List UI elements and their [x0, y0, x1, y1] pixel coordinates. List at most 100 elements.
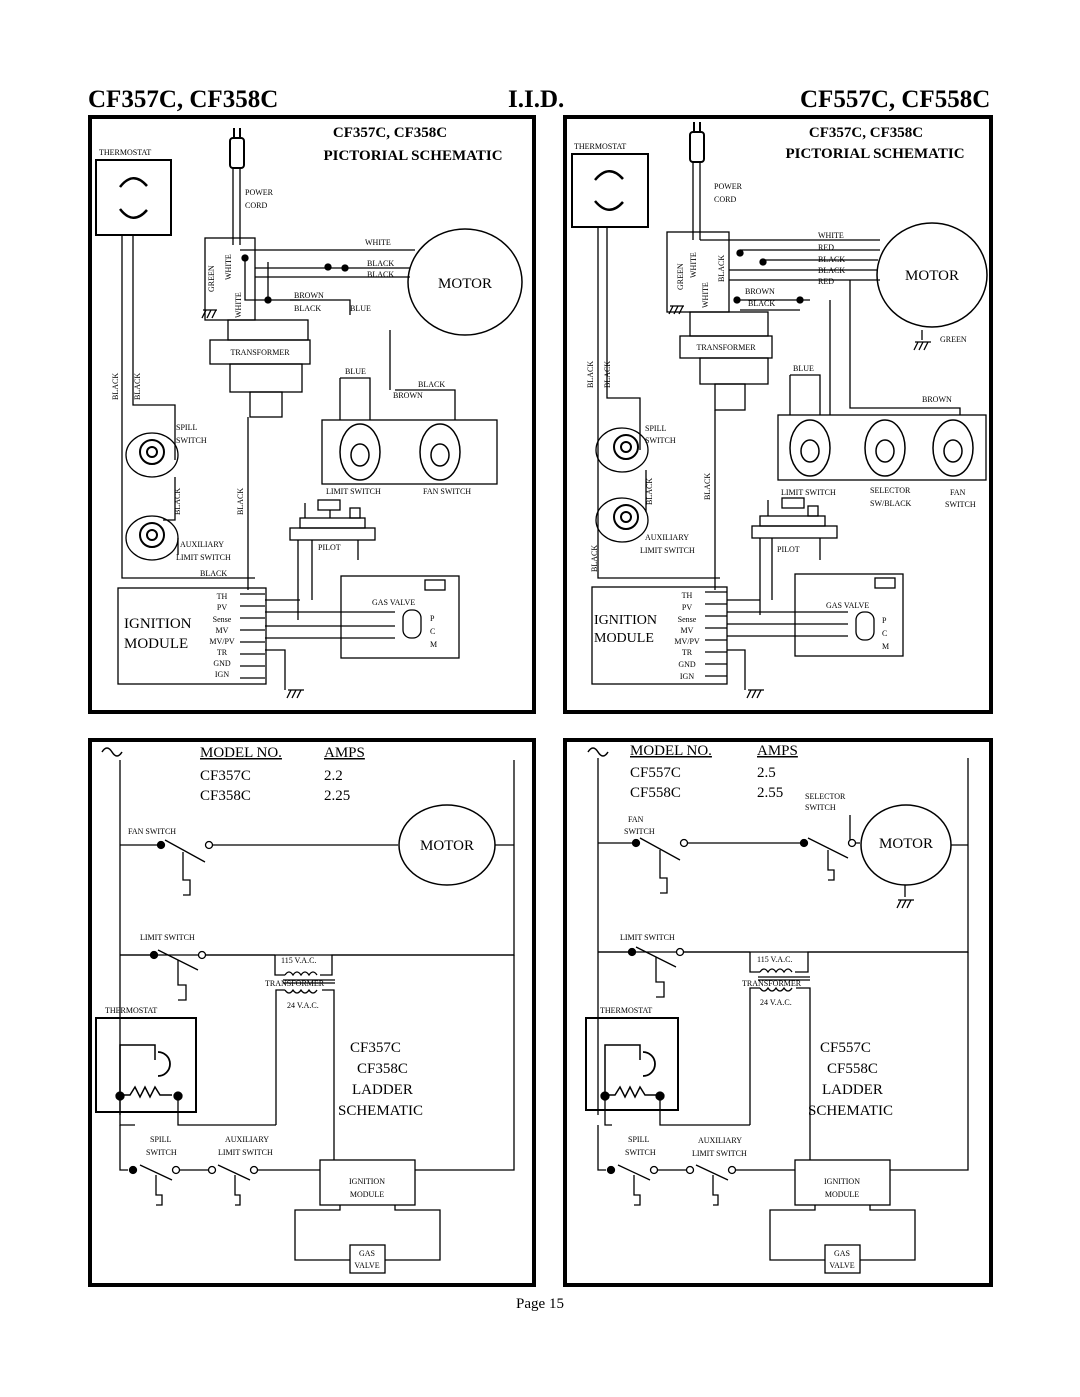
- amps-row-2-r: 2.55: [757, 785, 783, 801]
- ignition-module-box-r: [591, 586, 728, 685]
- blue-lower-label: BLUE: [345, 367, 366, 376]
- transformer-secondary-coil-r: [759, 986, 793, 992]
- pilot-label: PILOT: [318, 543, 341, 552]
- ignition-terminals: TH PV Sense MV MV/PV TR GND IGN: [209, 592, 265, 679]
- thermostat-label-r: THERMOSTAT: [574, 142, 626, 151]
- cord-label: CORD: [245, 201, 267, 210]
- ignition-label-ladder: IGNITION: [349, 1177, 385, 1186]
- auxiliary-label-ladder-r: AUXILIARY: [698, 1136, 742, 1145]
- pictorial-left-subtitle: PICTORIAL SCHEMATIC: [323, 148, 502, 164]
- model-row-2-r: CF558C: [630, 785, 681, 801]
- module-label-ladder: MODULE: [350, 1190, 384, 1199]
- black-wire-left-label-2: BLACK: [133, 373, 142, 400]
- brown-r-lower-label: BROWN: [922, 395, 952, 404]
- black-r-label-3: BLACK: [748, 299, 775, 308]
- ignition-module-box: [117, 587, 267, 685]
- gas-valve-label-r: GAS VALVE: [826, 601, 869, 610]
- safety-switch-chain-r: [597, 1125, 795, 1181]
- motor-ground-icon-r: [913, 330, 931, 351]
- ground-icon: [201, 309, 217, 319]
- header-right-models: CF557C, CF558C: [800, 86, 991, 113]
- selector-label-ladder-r: SELECTOR: [805, 792, 846, 801]
- model-no-header-r: MODEL NO.: [630, 743, 712, 759]
- terminal-ign-r: IGN: [680, 672, 694, 681]
- ladder-title-label: LADDER: [352, 1082, 413, 1098]
- spill-switch-label-ladder: SWITCH: [146, 1148, 177, 1157]
- auxiliary-label-r: AUXILIARY: [645, 533, 689, 542]
- model-row-2: CF358C: [200, 788, 251, 804]
- terminal-sense: Sense: [213, 615, 232, 624]
- terminal-tr: TR: [217, 648, 228, 657]
- red-r-label-2: RED: [818, 277, 834, 286]
- fan-switch-label-r: SWITCH: [945, 500, 976, 509]
- thermostat-label-ladder-r: THERMOSTAT: [600, 1006, 652, 1015]
- thermostat-icon-r: [571, 153, 649, 228]
- sw-black-label-r: SW/BLACK: [870, 499, 912, 508]
- pcm-p: P: [430, 614, 435, 623]
- white-r-label: WHITE: [818, 231, 844, 240]
- terminal-sense-r: Sense: [678, 615, 697, 624]
- black-center-label: BLACK: [236, 488, 245, 515]
- amps-row-2: 2.25: [324, 788, 350, 804]
- gas-valve-ladder-r: [824, 1244, 861, 1274]
- aux-limit-switch-label: LIMIT SWITCH: [176, 553, 231, 562]
- fan-switch-label-ladder-r: SWITCH: [624, 827, 655, 836]
- blue-wire-label: BLUE: [350, 304, 371, 313]
- limit-switch-icon-r: [789, 419, 831, 477]
- selector-switch-icon-r: [864, 419, 906, 477]
- aux-limit-label-r: LIMIT SWITCH: [640, 546, 695, 555]
- white-motor-wire-label: WHITE: [365, 238, 391, 247]
- pcm-m: M: [430, 640, 437, 649]
- fan-label-r: FAN: [950, 488, 966, 497]
- header-left-models: CF357C, CF358C: [88, 86, 279, 113]
- module-label-r: MODULE: [594, 631, 654, 646]
- gas-valve-ladder: [349, 1244, 386, 1274]
- ground-icon-r: [668, 305, 684, 315]
- black-wire-label: BLACK: [294, 304, 321, 313]
- power-label-r: POWER: [714, 182, 743, 191]
- brown-wire-label: BROWN: [294, 291, 324, 300]
- schematic-label: SCHEMATIC: [338, 1103, 423, 1119]
- gas-valve-label: GAS VALVE: [372, 598, 415, 607]
- transformer-primary-coil-r: [759, 968, 793, 974]
- pictorial-right-panel: CF357C, CF358C PICTORIAL SCHEMATIC THERM…: [563, 115, 993, 714]
- transformer-secondary-coil: [284, 988, 318, 994]
- safety-switch-chain: [119, 1125, 320, 1181]
- black-aux-label-r: BLACK: [590, 545, 599, 572]
- ignition-label-r: IGNITION: [594, 613, 657, 628]
- thermostat-box-ladder: [95, 1017, 197, 1113]
- thermostat-label-ladder: THERMOSTAT: [105, 1006, 157, 1015]
- module-label-ladder-r: MODULE: [825, 1190, 859, 1199]
- pilot-icon-r: [751, 497, 838, 539]
- spill-switch-icon: [125, 432, 179, 478]
- red-r-label: RED: [818, 243, 834, 252]
- ladder-right-panel: MODEL NO. AMPS CF557C 2.5 CF558C 2.55 SE…: [563, 738, 993, 1287]
- gas-label-ladder-r: GAS: [834, 1249, 850, 1258]
- terminal-mv-pv-r: MV/PV: [674, 637, 700, 646]
- vac24-label-r: 24 V.A.C.: [760, 998, 792, 1007]
- spill-label-ladder: SPILL: [150, 1135, 171, 1144]
- limit-switch-contact: [120, 949, 275, 971]
- ignition-label: IGNITION: [124, 616, 192, 632]
- gas-label-ladder: GAS: [359, 1249, 375, 1258]
- power-cord-plug-icon: [229, 128, 245, 245]
- transformer-label-ladder: TRANSFORMER: [265, 979, 325, 988]
- schematic-label-r: SCHEMATIC: [808, 1103, 893, 1119]
- ignition-terminals-r: TH PV Sense MV MV/PV TR GND IGN: [674, 591, 727, 681]
- terminal-th-r: TH: [682, 591, 693, 600]
- switch-bracket-r: [777, 414, 987, 481]
- limit-switch-label: LIMIT SWITCH: [326, 487, 381, 496]
- spill-label: SPILL: [176, 423, 197, 432]
- header-center-title: I.I.D.: [508, 86, 565, 113]
- pictorial-left-panel: CF357C, CF358C PICTORIAL SCHEMATIC THERM…: [88, 115, 536, 714]
- black-motor-wire-label: BLACK: [367, 259, 394, 268]
- cord-label-r: CORD: [714, 195, 736, 204]
- ladder-model-2-r: CF558C: [827, 1061, 878, 1077]
- motor-icon: [407, 228, 523, 336]
- pcm-c-r: C: [882, 629, 887, 638]
- pcm-m-r: M: [882, 642, 889, 651]
- spill-switch-icon-r: [595, 427, 649, 473]
- white-wire-label-r: WHITE: [689, 252, 698, 278]
- limit-switch-icon: [339, 423, 381, 481]
